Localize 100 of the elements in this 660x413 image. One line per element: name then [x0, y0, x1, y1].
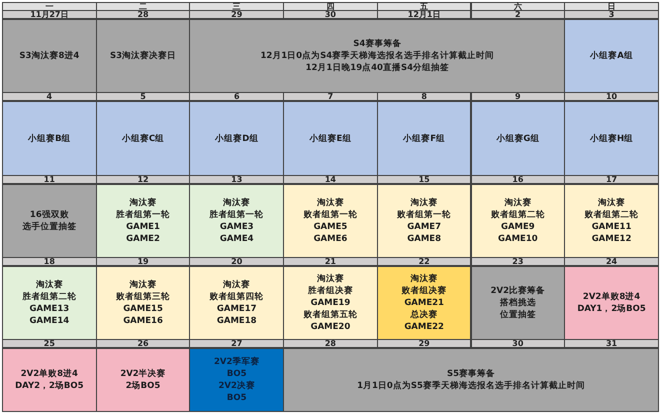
- event-text: GAME7: [407, 221, 441, 233]
- event-text: 2V2季军赛: [214, 356, 260, 368]
- event-text: DAY1，2场BO5: [577, 303, 646, 315]
- event-text: 小组赛F组: [403, 132, 446, 144]
- date-header: 2: [470, 10, 566, 19]
- event-text: BO5: [226, 368, 247, 380]
- event-text: 胜者组决赛: [308, 285, 353, 297]
- date-header: 3: [564, 10, 659, 19]
- date-header: 12月1日: [376, 10, 472, 19]
- event-cell: [376, 266, 472, 340]
- date-header: 28: [96, 10, 190, 19]
- event-text: 12月1日0点为S4赛季天梯海选报名选手排名计算截止时间: [260, 50, 494, 62]
- event-text: GAME13: [30, 303, 70, 315]
- date-header: 29: [189, 10, 284, 19]
- event-cell: [96, 266, 190, 340]
- event-text: GAME14: [30, 315, 70, 327]
- event-cell: [189, 101, 284, 176]
- event-text: 淘汰赛: [223, 279, 250, 291]
- event-text: 败者组第二轮: [490, 209, 545, 221]
- event-cell: [564, 266, 659, 340]
- event-text: GAME5: [314, 221, 348, 233]
- event-text: GAME16: [123, 315, 163, 327]
- event-text: 淘汰赛: [598, 197, 626, 209]
- event-text: 12月1日晚19点40直播S4分组抽签: [306, 62, 449, 74]
- event-cell: [2, 101, 97, 176]
- event-cell: [96, 19, 190, 93]
- event-text: GAME21: [404, 297, 444, 309]
- event-text: GAME9: [500, 221, 535, 233]
- event-cell: [2, 184, 97, 258]
- event-cell: [96, 101, 190, 176]
- event-text: GAME6: [314, 233, 348, 245]
- event-cell: [376, 101, 472, 176]
- event-text: 2V2单败8进4: [582, 291, 640, 303]
- event-text: S3淘汰赛决赛日: [110, 50, 176, 62]
- event-cell: [283, 266, 378, 340]
- event-cell: [283, 184, 378, 258]
- event-text: 胜者组第一轮: [116, 209, 170, 221]
- event-cell: [2, 348, 97, 412]
- event-text: GAME17: [216, 303, 257, 315]
- event-text: 淘汰赛: [223, 197, 250, 209]
- event-text: GAME3: [220, 221, 254, 233]
- event-text: 位置抽签: [500, 309, 536, 321]
- event-text: S5赛事筹备: [446, 368, 496, 380]
- event-cell: [189, 266, 284, 340]
- event-text: 败者组决赛: [402, 285, 447, 297]
- event-text: 败者组第三轮: [116, 291, 170, 303]
- event-cell: [2, 19, 97, 93]
- event-text: 淘汰赛: [36, 279, 63, 291]
- event-text: GAME8: [407, 233, 441, 245]
- event-text: 搭档挑选: [500, 297, 536, 309]
- event-cell: [189, 19, 566, 93]
- event-text: 小组赛C组: [122, 132, 164, 144]
- event-text: 小组赛A组: [590, 50, 633, 62]
- event-cell: [564, 19, 659, 93]
- event-text: 2V2半决赛: [120, 368, 166, 380]
- event-text: 2V2比赛筹备: [490, 285, 546, 297]
- event-text: GAME4: [220, 233, 254, 245]
- event-text: 淘汰赛: [410, 197, 438, 209]
- event-text: GAME1: [126, 221, 160, 233]
- event-text: 败者组第一轮: [303, 209, 358, 221]
- event-text: 淘汰赛: [316, 197, 344, 209]
- event-text: GAME11: [592, 221, 632, 233]
- event-text: 小组赛B组: [28, 132, 71, 144]
- event-text: 败者组第一轮: [397, 209, 452, 221]
- event-text: GAME2: [126, 233, 160, 245]
- event-text: 小组赛E组: [310, 132, 352, 144]
- event-text: S4赛事筹备: [353, 38, 402, 50]
- event-cell: [564, 184, 659, 258]
- event-text: GAME22: [404, 321, 444, 333]
- event-text: 2V2单败8进4: [20, 368, 78, 380]
- event-text: 淘汰赛: [316, 273, 344, 285]
- event-text: GAME10: [498, 233, 538, 245]
- event-text: GAME12: [592, 233, 632, 245]
- event-cell: [470, 101, 566, 176]
- event-text: BO5: [226, 392, 247, 404]
- event-cell: [376, 184, 472, 258]
- event-cell: [470, 184, 566, 258]
- event-text: 败者组第四轮: [210, 291, 264, 303]
- event-text: 淘汰赛: [504, 197, 532, 209]
- event-text: 淘汰赛: [130, 197, 157, 209]
- event-text: DAY2，2场BO5: [15, 380, 84, 392]
- event-text: 淘汰赛: [410, 273, 438, 285]
- event-text: 小组赛H组: [590, 132, 634, 144]
- event-cell: [470, 266, 566, 340]
- date-header: 11月27日: [2, 10, 97, 19]
- event-text: GAME15: [123, 303, 163, 315]
- event-text: 败者组第二轮: [584, 209, 639, 221]
- event-cell: [189, 184, 284, 258]
- event-text: GAME19: [310, 297, 350, 309]
- event-text: 2场BO5: [126, 380, 160, 392]
- event-text: 小组赛G组: [496, 132, 540, 144]
- event-cell: [283, 348, 659, 412]
- event-text: GAME18: [216, 315, 257, 327]
- event-cell: [96, 184, 190, 258]
- event-cell: [283, 101, 378, 176]
- event-text: 16强双败: [30, 209, 69, 221]
- event-text: S3淘汰赛8进4: [19, 50, 80, 62]
- event-cell: [96, 348, 190, 412]
- event-cell: [2, 266, 97, 340]
- event-text: 败者组第五轮: [303, 309, 358, 321]
